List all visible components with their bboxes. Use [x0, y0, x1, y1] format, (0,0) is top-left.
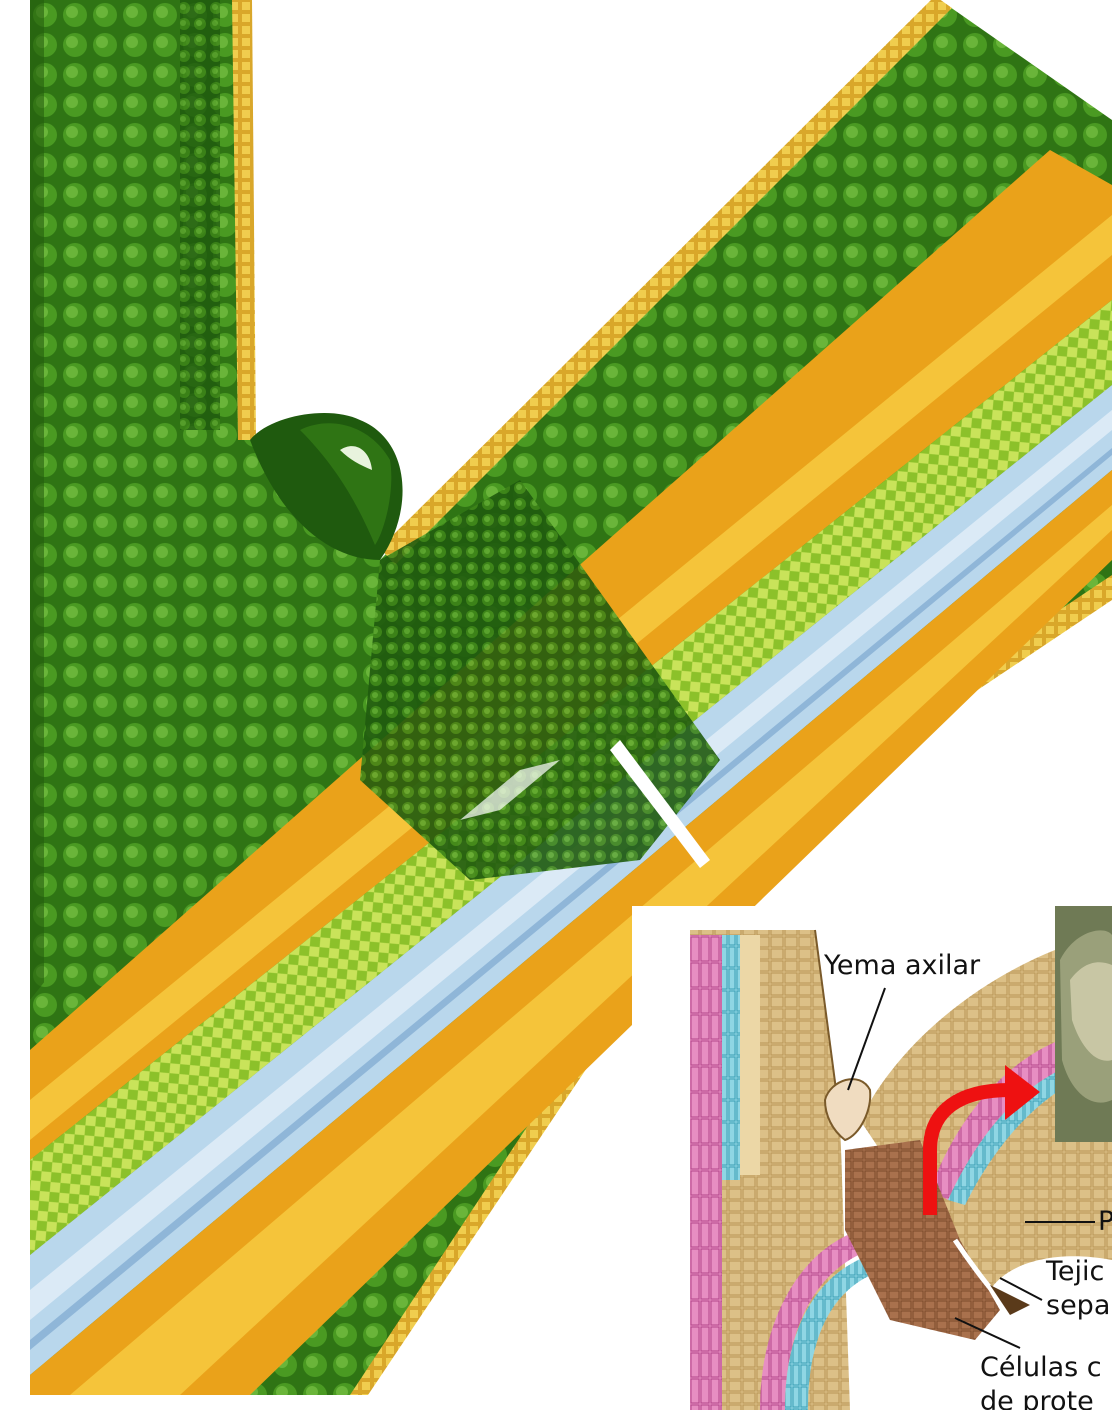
separating-tissue-label-line1: Tejic [1046, 1256, 1104, 1288]
p-label: P [1098, 1206, 1112, 1238]
axillary-bud-label: Yema axilar [824, 950, 980, 982]
protective-cells-label-line2: de prote [980, 1386, 1094, 1410]
protective-cells-label-line1: Células c [980, 1352, 1102, 1384]
separating-tissue-label-line2: sepa [1046, 1290, 1110, 1322]
